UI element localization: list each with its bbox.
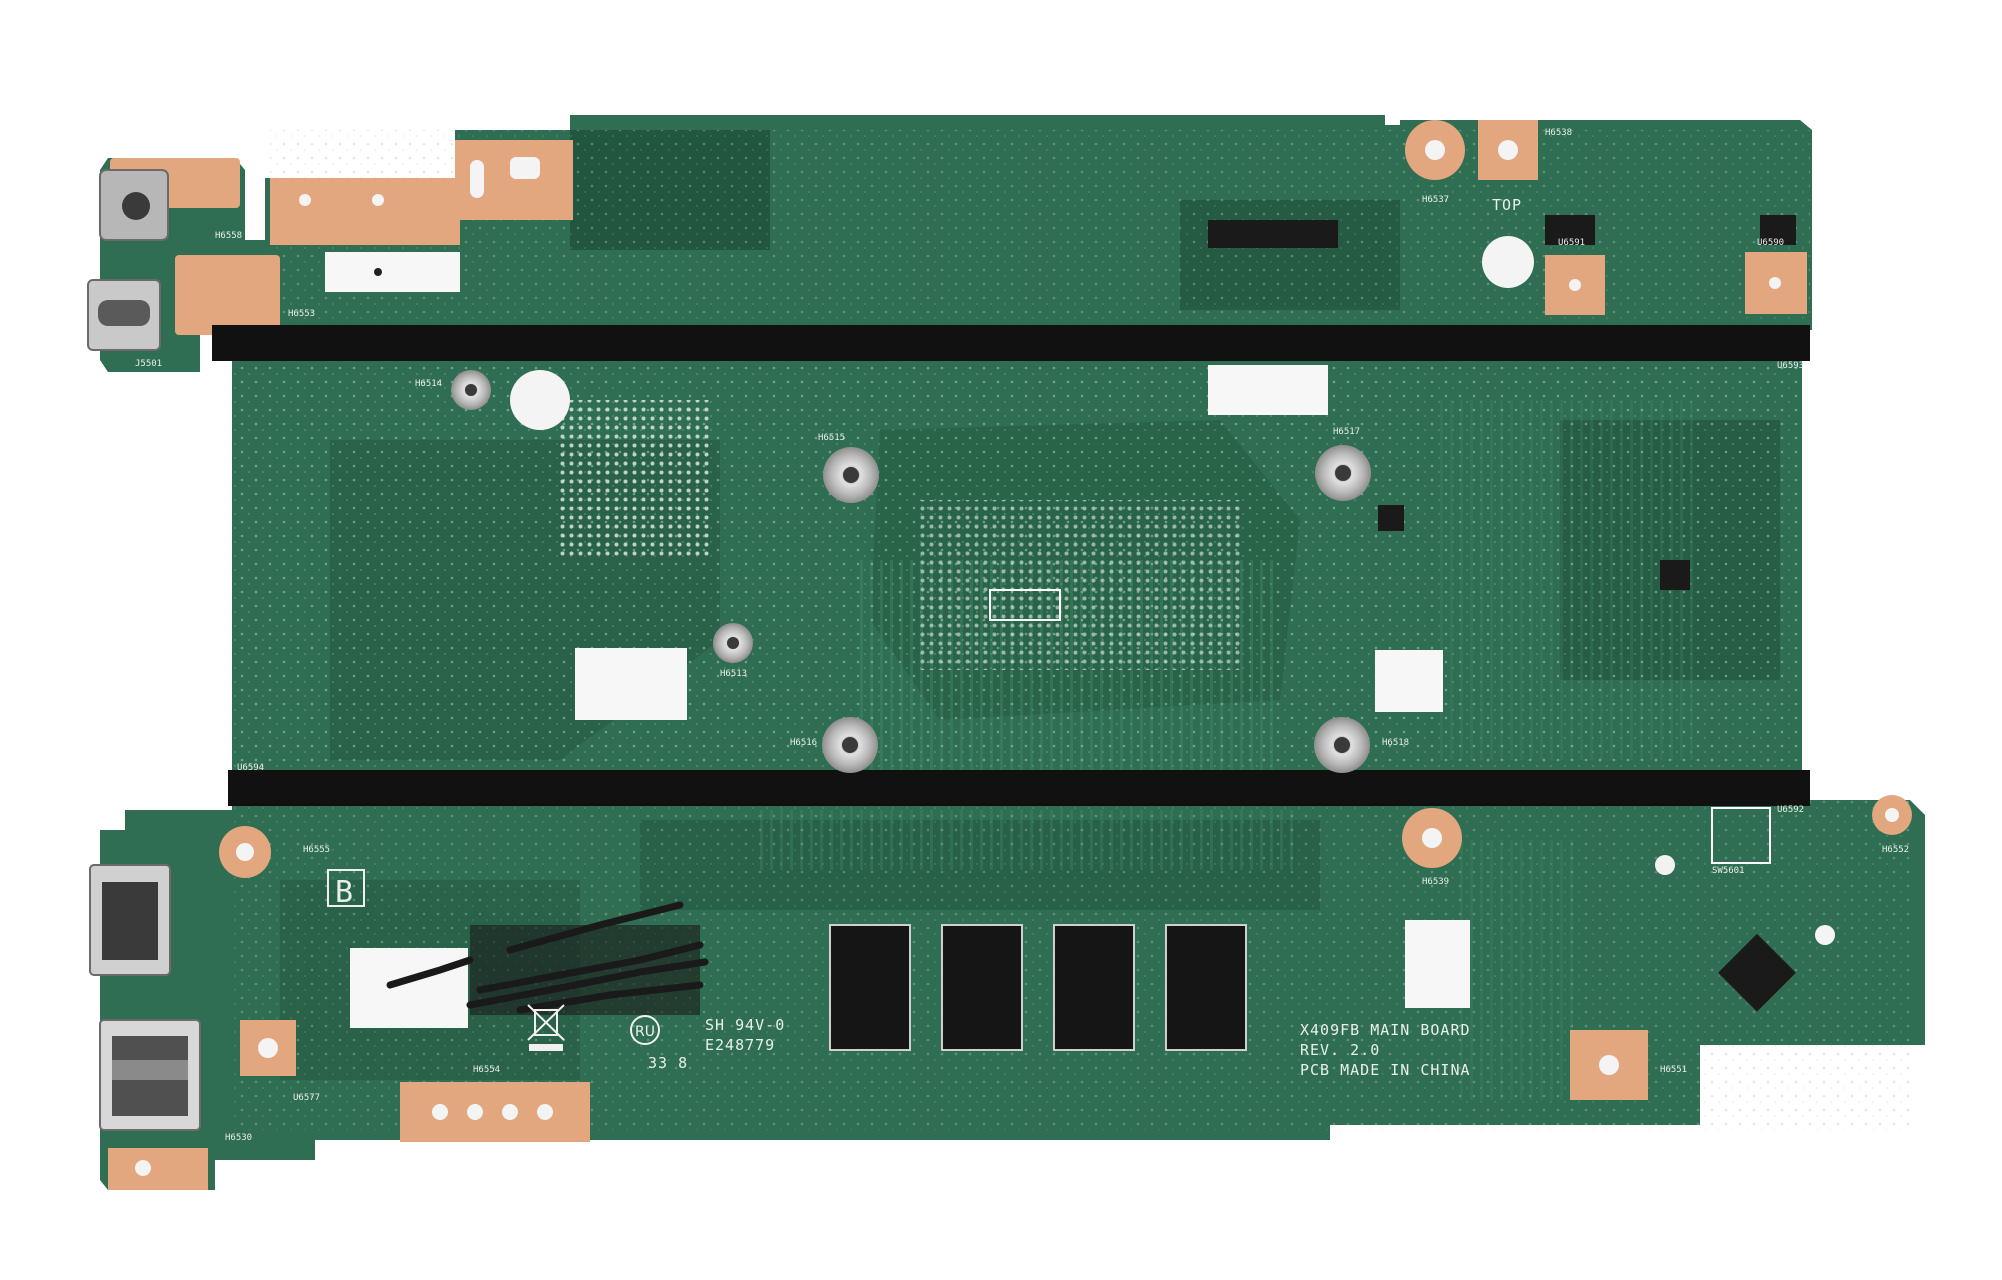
ref-h6515: H6515 xyxy=(818,433,845,443)
usb-a-port xyxy=(99,1019,201,1131)
ref-u6592: U6592 xyxy=(1777,805,1804,815)
memory-chips xyxy=(829,924,1247,1051)
board-name-text: X409FB MAIN BOARD xyxy=(1300,1021,1471,1039)
cpu-bga-footprint xyxy=(560,400,710,560)
weee-symbol xyxy=(527,1004,565,1051)
hdmi-port xyxy=(89,864,171,976)
foam-strip-top xyxy=(212,325,1810,361)
foam-strip-bottom xyxy=(228,770,1810,806)
ref-h6538: H6538 xyxy=(1545,128,1572,138)
ref-h6554: H6554 xyxy=(473,1065,500,1075)
marker-scribble-block xyxy=(470,925,700,1015)
ref-u6593: U6593 xyxy=(1777,361,1804,371)
ref-h6517: H6517 xyxy=(1333,427,1360,437)
ref-h6530: H6530 xyxy=(225,1133,252,1143)
soc-marker-box xyxy=(989,589,1061,621)
ref-j5501: J5501 xyxy=(135,359,162,369)
ref-h6539: H6539 xyxy=(1422,877,1449,887)
date-code-text: 33 8 xyxy=(648,1054,688,1072)
reference-designators: H6558 H6553 J5501 H6537 H6538 U6591 U659… xyxy=(135,128,1909,1143)
ref-h6555: H6555 xyxy=(303,845,330,855)
side-marker-text: B xyxy=(335,875,353,910)
ref-h6514: H6514 xyxy=(415,379,442,389)
ref-h6518: H6518 xyxy=(1382,738,1409,748)
fiducial xyxy=(1655,855,1675,875)
ref-h6516: H6516 xyxy=(790,738,817,748)
ref-u6591: U6591 xyxy=(1558,238,1585,248)
soc-bga-footprint xyxy=(920,500,1240,670)
audio-jack xyxy=(99,169,169,241)
ref-h6537: H6537 xyxy=(1422,195,1449,205)
ref-u6577: U6577 xyxy=(293,1093,320,1103)
ref-h6551: H6551 xyxy=(1660,1065,1687,1075)
board-rev-text: REV. 2.0 xyxy=(1300,1041,1380,1059)
side-marker-box xyxy=(327,869,365,907)
white-labels xyxy=(325,252,1470,1028)
ref-h6558: H6558 xyxy=(215,231,242,241)
ref-h6552: H6552 xyxy=(1882,845,1909,855)
ref-h6553: H6553 xyxy=(288,309,315,319)
ref-u6590: U6590 xyxy=(1757,238,1784,248)
mounting-holes xyxy=(135,140,1899,1176)
label-dot xyxy=(374,268,382,276)
usb-c-port-top xyxy=(87,279,161,351)
ref-u6594: U6594 xyxy=(237,763,264,773)
ref-sw5601: SW5601 xyxy=(1712,866,1745,876)
switch-footprint xyxy=(1711,807,1771,864)
ref-h6513: H6513 xyxy=(720,669,747,679)
screw-standoffs xyxy=(451,370,1371,773)
board-origin-text: PCB MADE IN CHINA xyxy=(1300,1061,1471,1079)
small-ics xyxy=(1208,215,1796,1012)
ul-rating-text: SH 94V-0 xyxy=(705,1016,785,1034)
ul-file-text: E248779 xyxy=(705,1036,775,1054)
top-marker-text: TOP xyxy=(1492,196,1522,214)
ul-logo: RU xyxy=(630,1015,660,1045)
svg-text:RU: RU xyxy=(635,1024,655,1040)
